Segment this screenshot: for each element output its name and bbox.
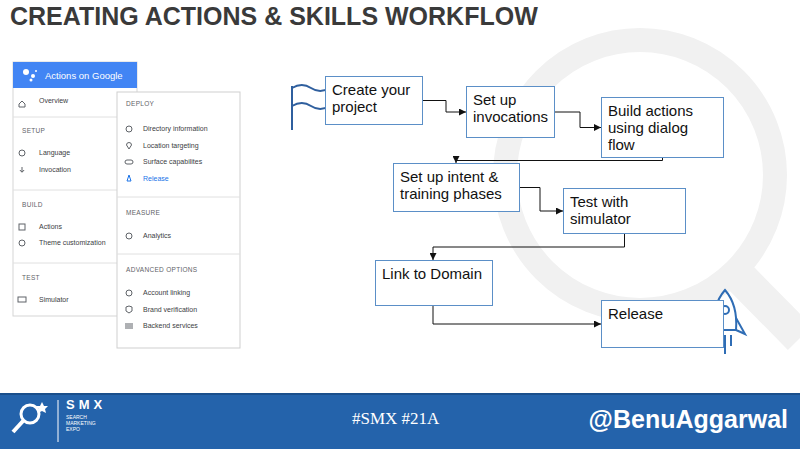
menu-item: MEASURE: [126, 208, 160, 218]
menu-item: BUILD: [22, 200, 43, 210]
process-box: Test with simulator: [563, 188, 686, 234]
menu-item: Release: [143, 174, 169, 184]
footer-art: [0, 393, 800, 449]
palette-icon: [19, 240, 25, 246]
footer-band: SMX SEARCH MARKETING EXPO #SMX #21A @BenuAg…: [0, 393, 800, 449]
menu-item: ADVANCED OPTIONS: [126, 265, 198, 275]
flow-connector: [555, 112, 601, 128]
deploy-panel: [117, 92, 240, 348]
menu-item: Location targeting: [143, 141, 199, 151]
logo-divider: [58, 400, 59, 442]
logo-handle: [13, 421, 23, 432]
process-box: Release: [601, 300, 724, 348]
verify-icon: [126, 306, 132, 313]
footer-text: @BenuAggarwal: [589, 405, 788, 433]
logo-star: [36, 402, 48, 413]
console-heading: Actions on Google: [45, 70, 123, 81]
analytics-icon: [126, 233, 132, 239]
footer-band: [0, 393, 800, 449]
assistant-logo: [23, 69, 37, 82]
process-box: Link to Domain: [375, 260, 493, 306]
flow-connector: [520, 188, 563, 212]
step-label: Build actions using dialog flow: [608, 102, 717, 153]
deploy-panel: DEPLOY Directory informationLocation targ…: [117, 92, 240, 348]
process-box: Build actions using dialog flow: [601, 97, 724, 158]
location-icon: [127, 143, 132, 150]
backend-icon: [125, 324, 133, 328]
mic-icon: [20, 167, 24, 172]
logo-dot: [23, 69, 29, 75]
step-label: Release: [608, 305, 717, 322]
logo-dot: [30, 79, 33, 82]
footer-text: SMX: [66, 398, 106, 412]
menu-icons: [125, 126, 133, 328]
step-label: Link to Domain: [382, 265, 486, 282]
flag-pole: [291, 86, 293, 130]
menu-item: TEST: [22, 273, 40, 283]
menu-item: Backend services: [143, 321, 198, 331]
menu-item: Language: [39, 148, 70, 158]
menu-item: Actions: [39, 222, 62, 232]
footer-text: #SMX #21A: [352, 409, 439, 429]
watermark-ring: [505, 40, 775, 310]
divider: [117, 254, 240, 255]
release-icon: [127, 175, 131, 181]
console-panel: OverviewSETUP LanguageInvocationBUILD Acti…: [13, 62, 137, 316]
info-icon: [126, 126, 132, 132]
footer-edge: [0, 393, 800, 395]
process-box: Set up invocations: [466, 86, 555, 138]
flow-connector: [433, 306, 601, 324]
console-header: Actions on Google: [13, 62, 137, 88]
menu-item: Account linking: [143, 288, 190, 298]
simulator-icon: [18, 297, 26, 302]
menu-item: Simulator: [39, 295, 69, 305]
step-label: Set up invocations: [473, 91, 548, 125]
globe-icon: [19, 150, 25, 156]
menu-item: Overview: [39, 96, 68, 106]
menu-item: Theme customization: [39, 238, 106, 248]
menu-item: SETUP: [22, 126, 45, 136]
step-label: Set up intent & training phases: [400, 168, 513, 202]
logo-lens: [21, 405, 39, 423]
watermark-magnifier: [505, 40, 800, 338]
console-screenshot: [13, 62, 240, 348]
menu-dividers: [117, 197, 240, 254]
process-box: Create your project: [325, 76, 423, 125]
menu-item: Invocation: [39, 165, 71, 175]
home-icon: [19, 101, 25, 107]
menu-item: DEPLOY: [126, 99, 154, 109]
menu-item: Analytics: [143, 231, 171, 241]
menu-item: Brand verification: [143, 305, 197, 315]
surface-icon: [125, 160, 133, 164]
menu-item: Surface capabilites: [143, 157, 202, 167]
menu-item: Directory information: [143, 124, 208, 134]
slide-title: CREATING ACTIONS & SKILLS WORKFLOW: [10, 2, 538, 31]
watermark-handle: [738, 275, 800, 338]
console-header: [13, 62, 137, 88]
flow-connector: [433, 234, 625, 260]
account-icon: [126, 290, 132, 296]
flow-connector: [423, 101, 466, 113]
step-label: Test with simulator: [570, 193, 679, 227]
logo-dot: [35, 70, 37, 72]
footer-text: SEARCH MARKETING EXPO: [66, 414, 106, 432]
actions-icon: [19, 224, 25, 230]
divider: [117, 197, 240, 198]
step-label: Create your project: [332, 81, 416, 115]
process-box: Set up intent & training phases: [393, 163, 520, 212]
logo-dot: [31, 74, 35, 78]
